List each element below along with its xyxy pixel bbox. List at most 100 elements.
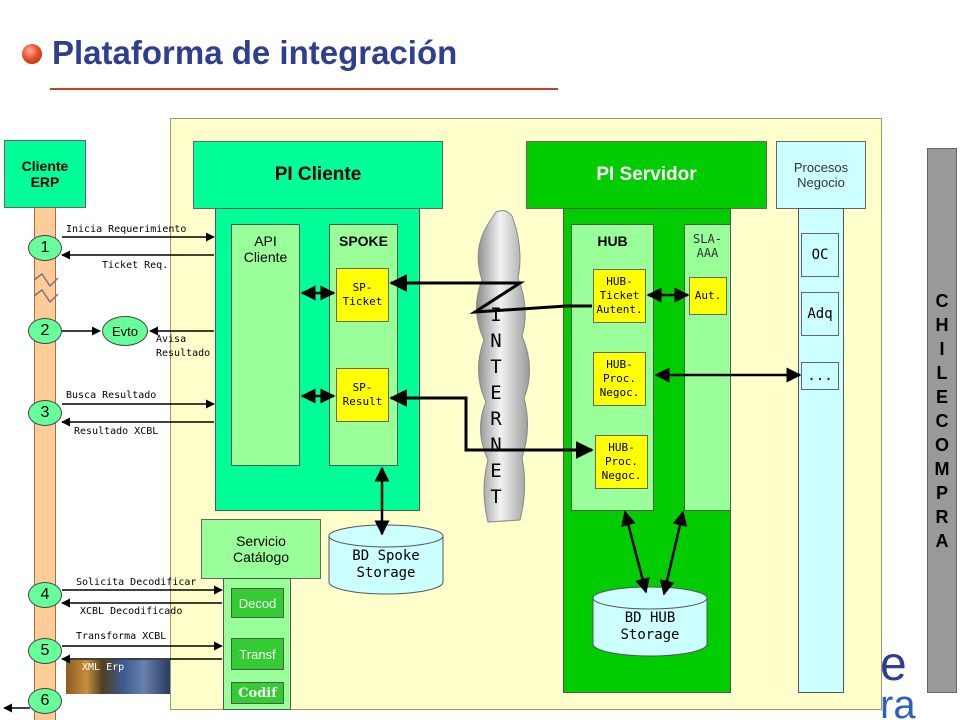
chilecompra-letter-8: M: [934, 458, 950, 479]
servicio-catalogo-header: Servicio Catálogo: [201, 519, 321, 579]
msg-avisa-2: Resultado: [156, 348, 211, 359]
chilecompra-letter-11: A: [935, 530, 949, 551]
msg-busca: Busca Resultado: [66, 390, 157, 401]
msg-xml: XML Erp: [82, 662, 125, 673]
hub-ticket-line2: Ticket: [599, 289, 640, 303]
bd-hub-line1: BD HUB: [624, 610, 676, 626]
bd-hub-label: BD HUB Storage: [592, 610, 708, 644]
photo-strip: [66, 660, 170, 694]
internet-label: I N T E R N E T: [484, 292, 508, 520]
hub-proc-1-box: HUB- Proc. Negoc.: [593, 352, 646, 406]
cliente-erp-line1: Cliente: [21, 158, 69, 174]
bd-spoke-line2: Storage: [356, 564, 416, 581]
aut-box: Aut.: [689, 277, 727, 315]
msg-resultado: Resultado XCBL: [74, 426, 159, 437]
chilecompra-letter-6: C: [935, 410, 949, 431]
hub-proc-2-box: HUB- Proc. Negoc.: [595, 435, 648, 489]
sp-result-line2: Result: [342, 395, 383, 408]
bd-spoke-line1: BD Spoke: [352, 548, 420, 564]
title-bullet-icon: [22, 44, 42, 64]
bd-hub-line2: Storage: [620, 626, 680, 643]
api-cliente-line1: API: [254, 233, 277, 249]
chilecompra-letter-10: R: [935, 506, 949, 527]
servicio-line1: Servicio: [236, 533, 286, 549]
pi-servidor-header: PI Servidor: [526, 141, 767, 209]
bd-spoke-cylinder: [328, 524, 444, 595]
bd-spoke-label: BD Spoke Storage: [328, 548, 444, 582]
chilecompra-letter-4: L: [936, 362, 948, 383]
erp-break-mark-icon: [33, 272, 59, 304]
hub-proc-1-line2: Proc.: [602, 372, 637, 386]
sp-result-box: SP- Result: [336, 368, 389, 422]
spoke-label: SPOKE: [338, 233, 388, 249]
chilecompra-letter-2: H: [935, 314, 949, 335]
msg-transforma: Transforma XCBL: [76, 631, 167, 642]
sp-ticket-line2: Ticket: [342, 295, 383, 308]
step-5: 5: [28, 638, 62, 664]
hub-ticket-line1: HUB-: [606, 275, 633, 289]
svg-text:e: e: [880, 638, 907, 691]
internet-letter-6: N: [490, 434, 502, 456]
chilecompra-bar: C H I L E C O M P R A: [927, 148, 957, 693]
step-2: 2: [28, 318, 62, 344]
cliente-erp-line2: ERP: [30, 174, 60, 190]
servicio-line2: Catálogo: [232, 549, 290, 565]
hub-proc-2-line3: Negoc.: [601, 468, 642, 482]
sla-box: SLA- AAA: [684, 224, 731, 511]
decod-box: Decod: [231, 588, 284, 618]
internet-letter-8: T: [490, 486, 502, 508]
logo-fragment: e ra: [880, 630, 940, 720]
msg-avisa-1: Avisa: [156, 334, 187, 345]
internet-letter-4: E: [490, 382, 502, 404]
internet-letter-7: E: [490, 460, 502, 482]
evto-bubble: Evto: [102, 316, 148, 346]
procesos-line2: Negocio: [797, 175, 845, 190]
sp-ticket-line1: SP-: [352, 281, 373, 295]
procesos-line1: Procesos: [793, 160, 849, 175]
transf-box: Transf: [231, 638, 284, 670]
sp-ticket-box: SP- Ticket: [336, 268, 389, 322]
internet-letter-1: I: [490, 304, 502, 326]
msg-inicia: Inicia Requerimiento: [66, 224, 187, 235]
internet-letter-5: R: [490, 408, 502, 430]
adq-box: Adq: [801, 292, 839, 336]
pi-servidor-title: PI Servidor: [596, 164, 697, 185]
svg-text:ra: ra: [880, 683, 916, 720]
chilecompra-letter-9: P: [935, 482, 948, 503]
internet-letter-3: T: [490, 356, 502, 378]
hub-proc-1-line3: Negoc.: [599, 385, 640, 399]
hub-label: HUB: [597, 233, 628, 249]
hub-proc-2-line1: HUB-: [608, 441, 635, 455]
logo-letters-icon: e ra: [880, 638, 916, 720]
procesos-header: Procesos Negocio: [776, 141, 866, 209]
sp-result-line1: SP-: [352, 381, 373, 395]
pi-cliente-title: PI Cliente: [274, 164, 362, 185]
hub-ticket-line3: Autent.: [596, 302, 643, 316]
step-1: 1: [28, 235, 62, 261]
step-4: 4: [28, 582, 62, 608]
oc-box: OC: [801, 233, 839, 277]
hub-proc-1-line1: HUB-: [606, 358, 633, 372]
spoke-box: SPOKE: [329, 224, 398, 466]
more-box: ...: [801, 362, 839, 390]
msg-solicita: Solicita Decodificar: [76, 577, 197, 588]
cliente-erp-header: Cliente ERP: [4, 140, 86, 208]
step-3: 3: [28, 400, 62, 426]
codif-box: Codif: [231, 682, 284, 704]
internet-letter-2: N: [490, 330, 502, 352]
api-cliente-box: API Cliente: [231, 224, 300, 466]
hub-proc-2-line2: Proc.: [604, 455, 639, 469]
procesos-body: [798, 208, 844, 693]
msg-xcbl-decod: XCBL Decodificado: [80, 606, 183, 617]
sla-line2: AAA: [696, 245, 719, 260]
page-title: Plataforma de integración: [52, 34, 458, 71]
chilecompra-letter-5: E: [935, 386, 948, 407]
title-underline: [50, 88, 558, 90]
chilecompra-letter-3: I: [939, 338, 945, 359]
evto-label: Evto: [111, 323, 138, 339]
msg-ticket: Ticket Req.: [102, 260, 169, 271]
pi-cliente-header: PI Cliente: [193, 141, 443, 209]
chilecompra-letter-1: C: [935, 290, 949, 311]
chilecompra-letter-7: O: [934, 434, 949, 455]
hub-ticket-box: HUB- Ticket Autent.: [593, 269, 646, 323]
